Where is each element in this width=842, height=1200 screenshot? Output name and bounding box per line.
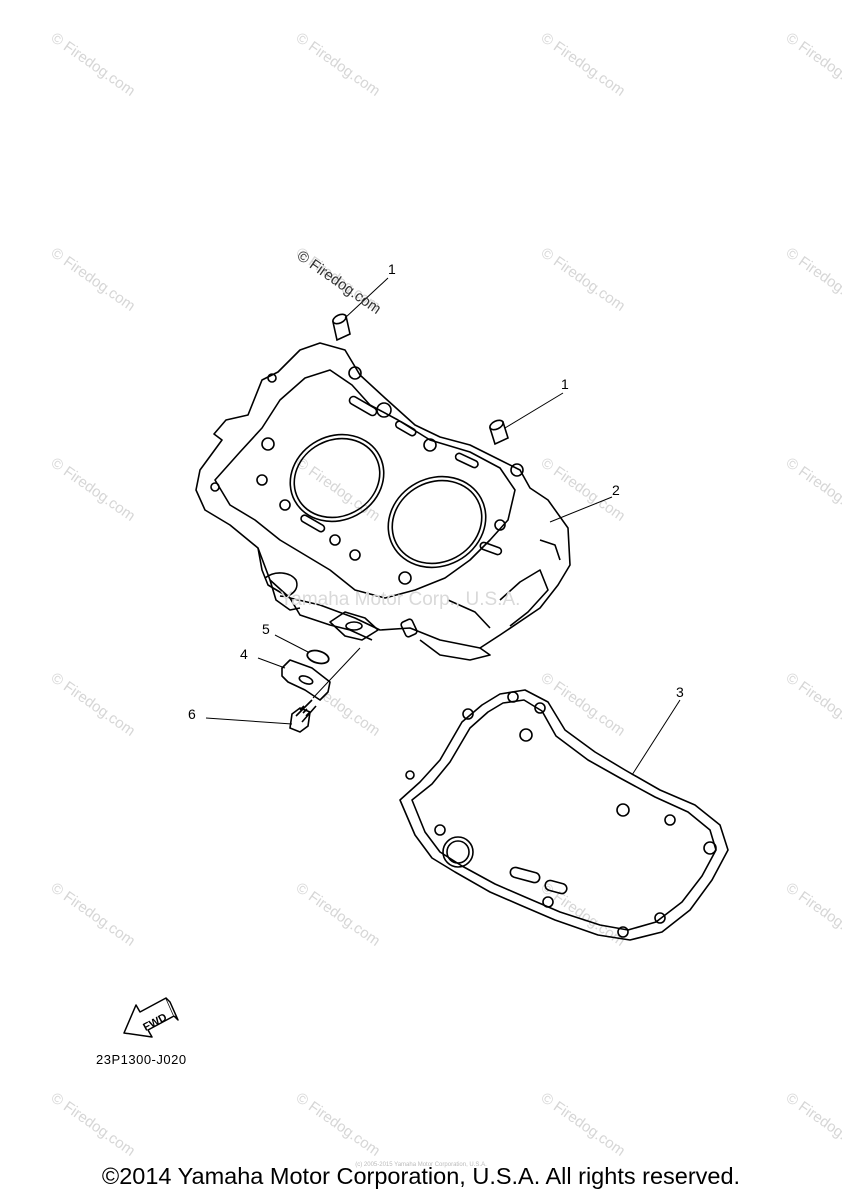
firedog-watermark: © Firedog.com bbox=[783, 454, 842, 524]
fine-print: (c) 2005-2015 Yamaha Motor Corporation, … bbox=[355, 1162, 487, 1168]
cylinder-base-gasket bbox=[399, 689, 729, 941]
firedog-watermark: © Firedog.com bbox=[538, 879, 629, 949]
callout-1b: 1 bbox=[561, 376, 569, 392]
firedog-watermark: © Firedog.com bbox=[48, 669, 139, 739]
corp-watermark: Yamaha Motor Corp., U.S.A. bbox=[280, 589, 520, 610]
firedog-watermark: © Firedog.com bbox=[48, 879, 139, 949]
oil-pipe-bracket bbox=[281, 659, 331, 701]
firedog-watermark: © Firedog.com bbox=[783, 244, 842, 314]
firedog-watermark: © Firedog.com bbox=[293, 1089, 384, 1159]
firedog-watermark: © Firedog.com bbox=[538, 244, 629, 314]
dowel-pin-1a bbox=[332, 313, 351, 342]
firedog-watermark: © Firedog.com bbox=[783, 29, 842, 99]
callout-2: 2 bbox=[612, 482, 620, 498]
cylinder-block bbox=[195, 342, 571, 661]
callout-3: 3 bbox=[676, 684, 684, 700]
copyright-footer: ©2014 Yamaha Motor Corporation, U.S.A. A… bbox=[101, 1163, 741, 1189]
leader-lines bbox=[205, 277, 681, 776]
firedog-watermark: © Firedog.com bbox=[783, 879, 842, 949]
firedog-watermark: © Firedog.com bbox=[538, 1089, 629, 1159]
firedog-watermark: © Firedog.com bbox=[293, 879, 384, 949]
firedog-watermark: © Firedog.com bbox=[48, 244, 139, 314]
firedog-watermark: © Firedog.com bbox=[48, 29, 139, 99]
firedog-watermark: © Firedog.com bbox=[783, 1089, 842, 1159]
firedog-watermark: © Firedog.com bbox=[293, 29, 384, 99]
flange-bolt bbox=[289, 699, 317, 733]
o-ring bbox=[306, 649, 330, 665]
firedog-watermark: © Firedog.com bbox=[48, 1089, 139, 1159]
callout-4: 4 bbox=[240, 646, 248, 662]
firedog-watermark: © Firedog.com bbox=[538, 29, 629, 99]
firedog-watermark: © Firedog.com bbox=[48, 454, 139, 524]
firedog-watermark: © Firedog.com bbox=[783, 669, 842, 739]
firedog-watermark-dark: © Firedog.com bbox=[294, 247, 385, 317]
callout-5: 5 bbox=[262, 621, 270, 637]
firedog-watermark: © Firedog.com bbox=[538, 669, 629, 739]
part-code: 23P1300-J020 bbox=[96, 1052, 187, 1067]
callout-1a: 1 bbox=[388, 261, 396, 277]
callout-6: 6 bbox=[188, 706, 196, 722]
dowel-pin-1b bbox=[489, 419, 509, 446]
fwd-arrow-icon: FWD bbox=[123, 997, 179, 1038]
